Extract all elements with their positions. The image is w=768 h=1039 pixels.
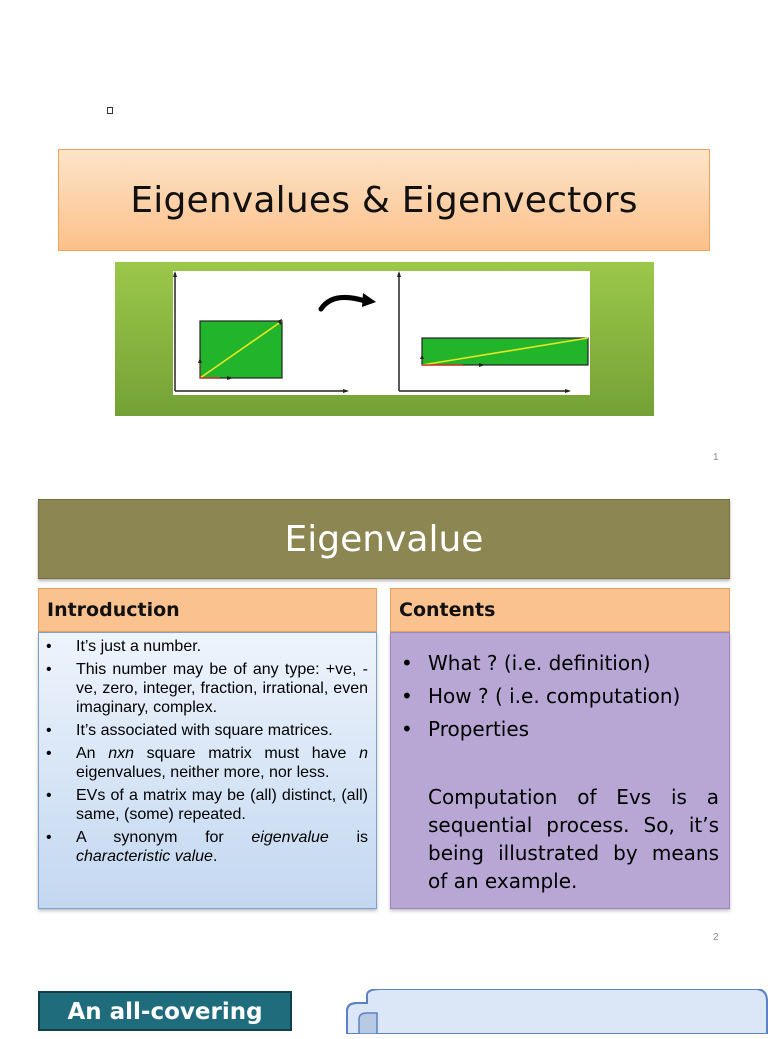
page-number-2: 2 [713, 932, 719, 943]
page-number-1: 1 [713, 452, 719, 463]
slide3-heading-box: An all-covering [38, 991, 292, 1031]
intro-item: It’s associated with square matrices. [45, 721, 368, 740]
contents-body: What ? (i.e. definition) How ? ( i.e. co… [390, 632, 730, 909]
transform-arrow-icon [318, 294, 368, 312]
transform-diagram-svg [173, 271, 589, 393]
slide2-title: Eigenvalue [284, 518, 484, 560]
introduction-header: Introduction [38, 588, 377, 632]
contents-item: How ? ( i.e. computation) [399, 680, 719, 713]
original-diagonal [199, 320, 283, 379]
intro-item: This number may be of any type: +ve, -ve… [45, 660, 368, 717]
scroll-banner [345, 988, 768, 1035]
eigen-transform-diagram [173, 271, 590, 395]
contents-paragraph: Computation of Evs is a sequential proce… [428, 785, 719, 893]
scroll-shape-svg [346, 988, 768, 1035]
contents-header: Contents [390, 588, 730, 632]
slide3-heading: An all-covering [67, 999, 263, 1025]
contents-item: Properties [399, 713, 719, 746]
placeholder-mark [107, 107, 113, 114]
slide2-title-box: Eigenvalue [38, 499, 730, 579]
intro-item: An nxn square matrix must have n eigenva… [45, 744, 368, 782]
transformed-diagonal [421, 337, 589, 366]
intro-item: A synonym for eigenvalue is characterist… [45, 828, 368, 866]
intro-item: EVs of a matrix may be (all) distinct, (… [45, 786, 368, 824]
contents-item: What ? (i.e. definition) [399, 647, 719, 680]
slide1-title-box: Eigenvalues & Eigenvectors [58, 149, 710, 251]
slide1-title: Eigenvalues & Eigenvectors [130, 179, 638, 221]
intro-item: It’s just a number. [45, 637, 368, 656]
introduction-body: It’s just a number. This number may be o… [38, 632, 377, 909]
